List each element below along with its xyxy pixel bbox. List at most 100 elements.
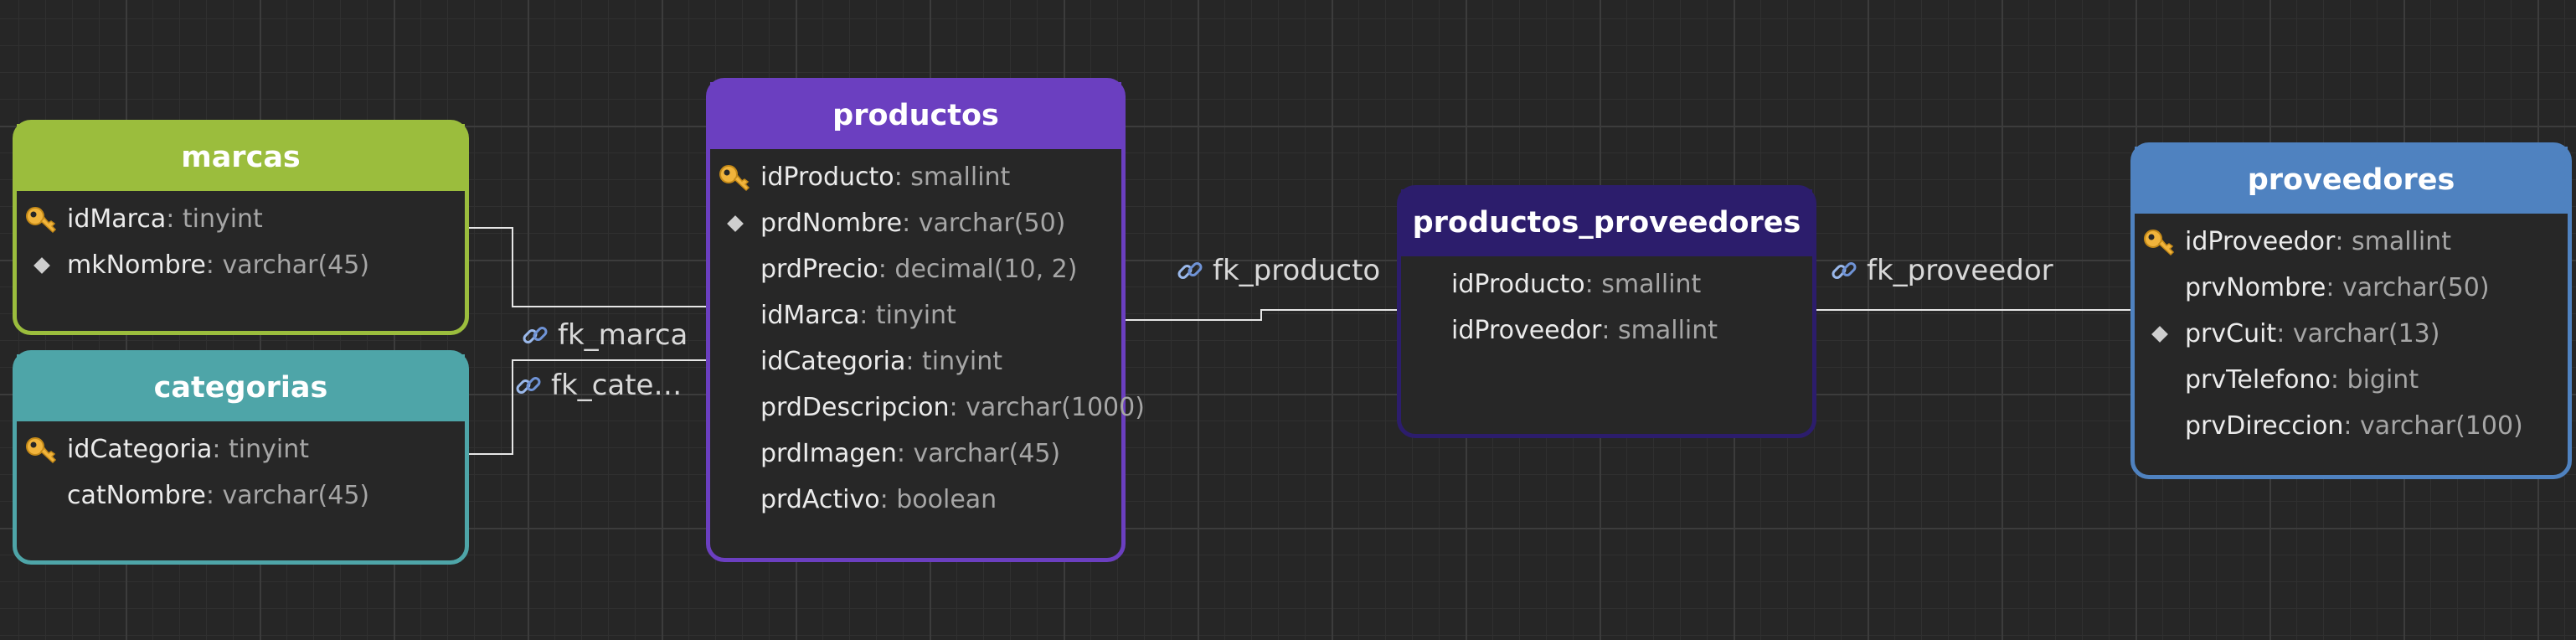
field-type: : varchar(45) [896, 439, 1061, 468]
field-name: idMarca [67, 204, 167, 234]
field-type: : tinyint [212, 435, 310, 464]
key-icon [710, 161, 760, 194]
field-icon-blank [2135, 410, 2185, 443]
field-row[interactable]: idMarca: tinyint [710, 292, 1121, 338]
field-type: : smallint [1584, 270, 1702, 299]
field-name: prdPrecio [760, 255, 878, 284]
field-name: prvCuit [2185, 319, 2277, 348]
link-icon [514, 371, 543, 400]
field-icon-blank [710, 391, 760, 425]
field-type: : smallint [2335, 227, 2452, 256]
field-row[interactable]: idProducto: smallint [1401, 261, 1812, 307]
field-row[interactable]: idCategoria: tinyint [710, 338, 1121, 385]
field-icon-blank [1401, 314, 1451, 348]
field-row[interactable]: idProveedor: smallint [1401, 307, 1812, 354]
field-name: idProducto [1451, 270, 1585, 299]
table-productos-proveedores[interactable]: productos_proveedores idProducto: smalli… [1397, 185, 1816, 438]
field-name: mkNombre [67, 250, 206, 280]
key-icon [17, 433, 67, 467]
field-icon-blank [1401, 268, 1451, 302]
relation-label-fk-producto[interactable]: fk_producto [1176, 254, 1380, 287]
table-title: productos [832, 99, 999, 132]
diamond-icon [2135, 317, 2185, 351]
field-type: : boolean [879, 485, 997, 514]
diamond-icon [17, 249, 67, 282]
field-icon-blank [710, 345, 760, 379]
relation-name: fk_cate… [551, 369, 683, 402]
field-type: : varchar(100) [2343, 411, 2523, 441]
field-row[interactable]: idCategoria: tinyint [17, 426, 465, 472]
relation-line-productos [1126, 309, 1399, 321]
field-row[interactable]: mkNombre: varchar(45) [17, 242, 465, 288]
field-name: prdActivo [760, 485, 880, 514]
table-header: proveedores [2135, 147, 2568, 214]
field-row[interactable]: prdDescripcion: varchar(1000) [710, 385, 1145, 431]
field-row[interactable]: prvTelefono: bigint [2135, 357, 2568, 403]
diamond-icon [710, 207, 760, 240]
field-row[interactable]: prvNombre: varchar(50) [2135, 265, 2568, 311]
field-row[interactable]: idMarca: tinyint [17, 196, 465, 242]
relation-label-fk-proveedor[interactable]: fk_proveedor [1830, 254, 2053, 287]
field-row[interactable]: prdImagen: varchar(45) [710, 431, 1121, 477]
relation-name: fk_proveedor [1867, 254, 2053, 287]
field-type: : tinyint [859, 301, 956, 330]
field-type: : varchar(13) [2276, 319, 2440, 348]
field-name: idCategoria [67, 435, 213, 464]
table-title: categorias [153, 371, 328, 405]
field-name: prdNombre [760, 209, 903, 238]
key-icon [17, 203, 67, 236]
relation-line-marcas [469, 227, 708, 307]
field-row[interactable]: prdActivo: boolean [710, 477, 1121, 523]
table-header: categorias [17, 354, 465, 421]
field-icon-blank [2135, 271, 2185, 305]
field-type: : varchar(50) [2326, 273, 2490, 302]
field-icon-blank [710, 299, 760, 333]
field-type: : varchar(50) [902, 209, 1066, 238]
field-icon-blank [2135, 364, 2185, 397]
field-type: : smallint [1601, 316, 1718, 345]
field-name: prdDescripcion [760, 393, 950, 422]
field-type: : tinyint [166, 204, 263, 234]
field-type: : varchar(45) [205, 481, 370, 510]
link-icon [1176, 256, 1204, 285]
field-name: idMarca [760, 301, 860, 330]
field-type: : varchar(1000) [949, 393, 1145, 422]
field-row[interactable]: idProveedor: smallint [2135, 219, 2568, 265]
field-name: prvNombre [2185, 273, 2326, 302]
field-type: : tinyint [905, 347, 1003, 376]
field-name: prdImagen [760, 439, 897, 468]
key-icon [2135, 225, 2185, 259]
field-icon-blank [710, 437, 760, 471]
field-row[interactable]: prvDireccion: varchar(100) [2135, 403, 2568, 449]
field-name: idProducto [760, 163, 894, 192]
table-header: marcas [17, 124, 465, 191]
relation-label-fk-marca[interactable]: fk_marca [521, 318, 688, 352]
relation-label-fk-categoria[interactable]: fk_cate… [514, 369, 682, 402]
field-name: idProveedor [1451, 316, 1602, 345]
table-header: productos_proveedores [1401, 189, 1812, 256]
link-icon [521, 321, 549, 349]
field-row[interactable]: prvCuit: varchar(13) [2135, 311, 2568, 357]
link-icon [1830, 256, 1858, 285]
field-type: : smallint [894, 163, 1011, 192]
field-row[interactable]: catNombre: varchar(45) [17, 472, 465, 519]
field-name: idCategoria [760, 347, 906, 376]
field-row[interactable]: prdNombre: varchar(50) [710, 200, 1121, 246]
table-title: marcas [181, 141, 301, 174]
field-row[interactable]: prdPrecio: decimal(10, 2) [710, 246, 1121, 292]
field-row[interactable]: idProducto: smallint [710, 154, 1121, 200]
field-name: prvTelefono [2185, 365, 2331, 395]
field-icon-blank [17, 479, 67, 513]
table-header: productos [710, 82, 1121, 149]
field-name: idProveedor [2185, 227, 2336, 256]
field-icon-blank [710, 483, 760, 517]
